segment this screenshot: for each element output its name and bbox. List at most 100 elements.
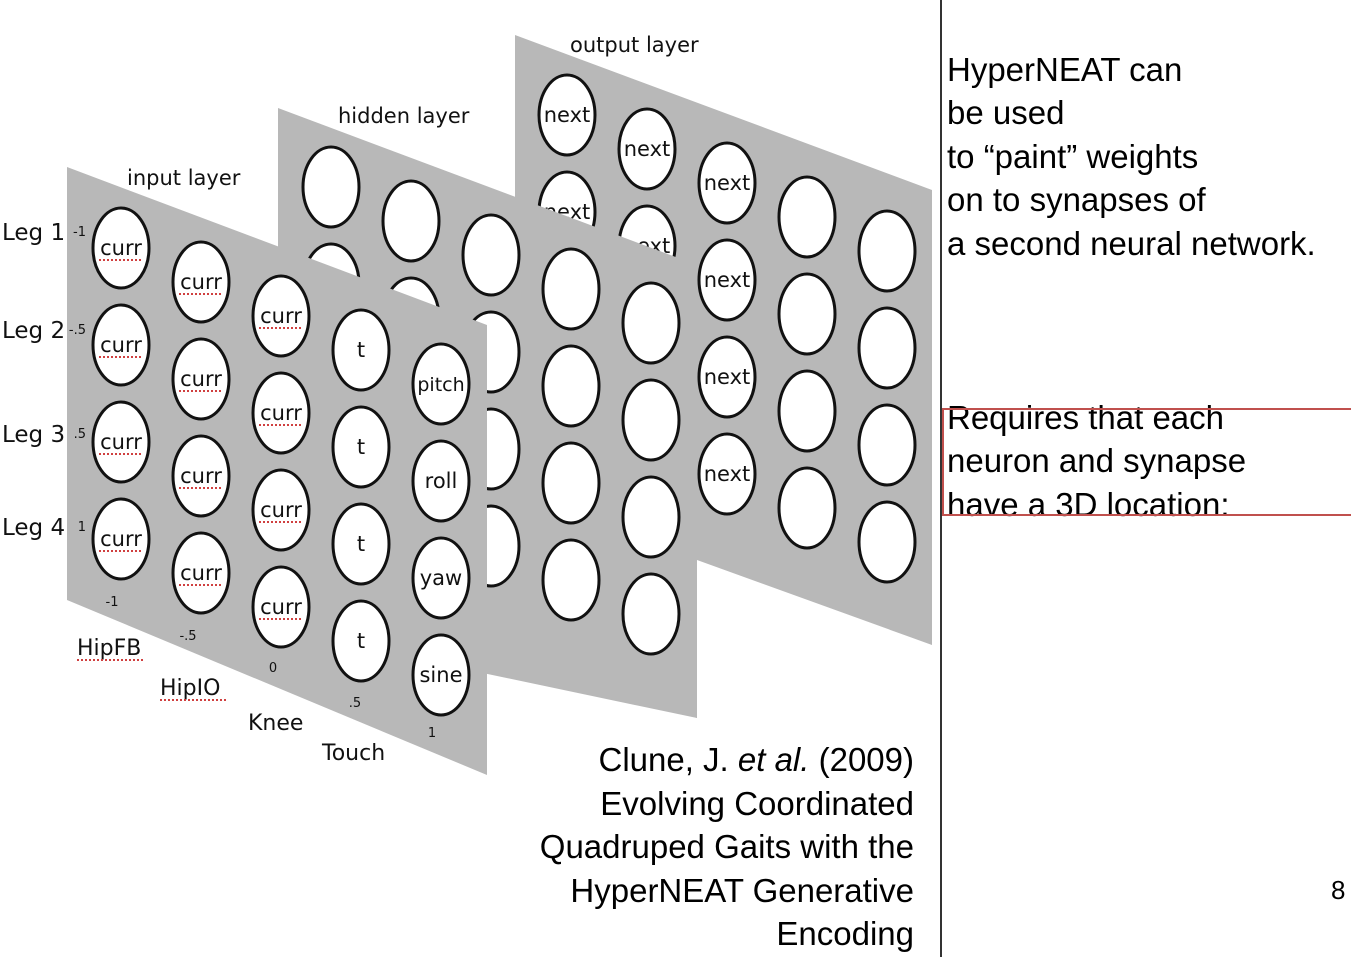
column-coordinate: 0 [269,661,277,676]
neuron-circle [331,502,391,586]
neuron-circle [91,400,151,484]
neuron-circle [331,405,391,489]
neuron-circle [621,281,681,365]
neuron [621,475,681,559]
neuron [381,179,441,263]
neuron-circle [331,308,391,392]
row-coordinate: .5 [74,427,86,442]
neuron: curr [251,371,311,455]
neuron [857,500,917,584]
neuron-circle [617,107,677,191]
neuron-circle [411,439,471,523]
neuron-circle [461,213,521,297]
joint-label: Knee [248,711,303,736]
neuron: curr [171,434,231,518]
leg-label: Leg 3 [2,422,65,448]
neuron: curr [171,531,231,615]
neuron: curr [171,337,231,421]
neuron-circle [411,536,471,620]
neuron: curr [171,240,231,324]
citation-author: Clune, J. [598,741,738,778]
neuron-label: curr [100,333,142,357]
neuron-label: next [704,462,751,486]
explanation-line: have a 3D location: [947,485,1230,523]
column-coordinate: .5 [349,696,361,711]
leg-label: Leg 2 [2,318,65,344]
neuron-label: curr [100,236,142,260]
output-layer-title: output layer [570,33,699,57]
neuron-circle [621,378,681,462]
neuron [301,145,361,229]
neuron: t [331,405,391,489]
neuron [541,344,601,428]
row-coordinate: -1 [73,225,86,240]
explanation-line: a second neural network. [947,224,1316,262]
neuron-label: t [357,629,365,653]
explanation-line: Requires that each [947,398,1225,436]
neuron-circle [91,497,151,581]
neuron: next [537,73,597,157]
neuron-circle [777,369,837,453]
neuron-label: curr [100,430,142,454]
joint-label: Touch [321,741,385,766]
neuron-circle [411,633,471,717]
neuron: curr [91,497,151,581]
neuron-circle [537,73,597,157]
neuron-label: curr [180,464,222,488]
citation-etal: et al. [737,741,810,778]
neuron [857,403,917,487]
neuron [541,538,601,622]
highlight-box [942,408,1351,516]
hidden-layer-title: hidden layer [338,104,470,128]
neuron-label: curr [180,270,222,294]
neuron: t [331,502,391,586]
neuron-circle [91,206,151,290]
neuron-circle [171,240,231,324]
column-coordinate: -.5 [179,629,196,644]
neuron-label: t [357,532,365,556]
neuron: curr [91,206,151,290]
neuron-label: curr [180,561,222,585]
neuron-label: roll [425,469,458,493]
citation: Clune, J. et al. (2009) Evolving Coordin… [454,738,914,956]
neuron-circle [411,342,471,426]
neuron: sine [411,633,471,717]
neuron: t [331,599,391,683]
neuron-circle [857,306,917,390]
neuron-circle [697,335,757,419]
neuron: roll [411,439,471,523]
page-number: 8 [1331,875,1346,905]
neuron-circle [541,247,601,331]
neuron-circle [621,572,681,656]
neuron-circle [251,468,311,552]
neuron-label: yaw [420,566,462,590]
neuron-circle [251,274,311,358]
neuron-circle [777,466,837,550]
input-layer: input layer curr curr curr curr curr curr curr… [2,166,487,775]
joint-label: HipIO [160,676,220,701]
explanation-line: on to synapses of [947,181,1206,218]
neuron [777,466,837,550]
neuron-circle [171,531,231,615]
neuron-label: sine [419,663,462,687]
joint-label: HipFB [77,636,141,661]
input-layer-title: input layer [127,166,241,190]
leg-label: Leg 1 [2,220,65,246]
neuron-circle [251,371,311,455]
leg-label: Leg 4 [2,515,65,541]
neuron [461,213,521,297]
neuron [777,175,837,259]
citation-title-line: HyperNEAT Generative [570,871,914,909]
neuron: next [697,335,757,419]
neuron: next [697,141,757,225]
neuron-label: next [704,365,751,389]
neuron-circle [857,209,917,293]
neuron-label: t [357,338,365,362]
neuron [621,281,681,365]
neuron-circle [857,500,917,584]
neuron-circle [541,538,601,622]
neuron [621,572,681,656]
explanation-line: be used [947,94,1065,131]
